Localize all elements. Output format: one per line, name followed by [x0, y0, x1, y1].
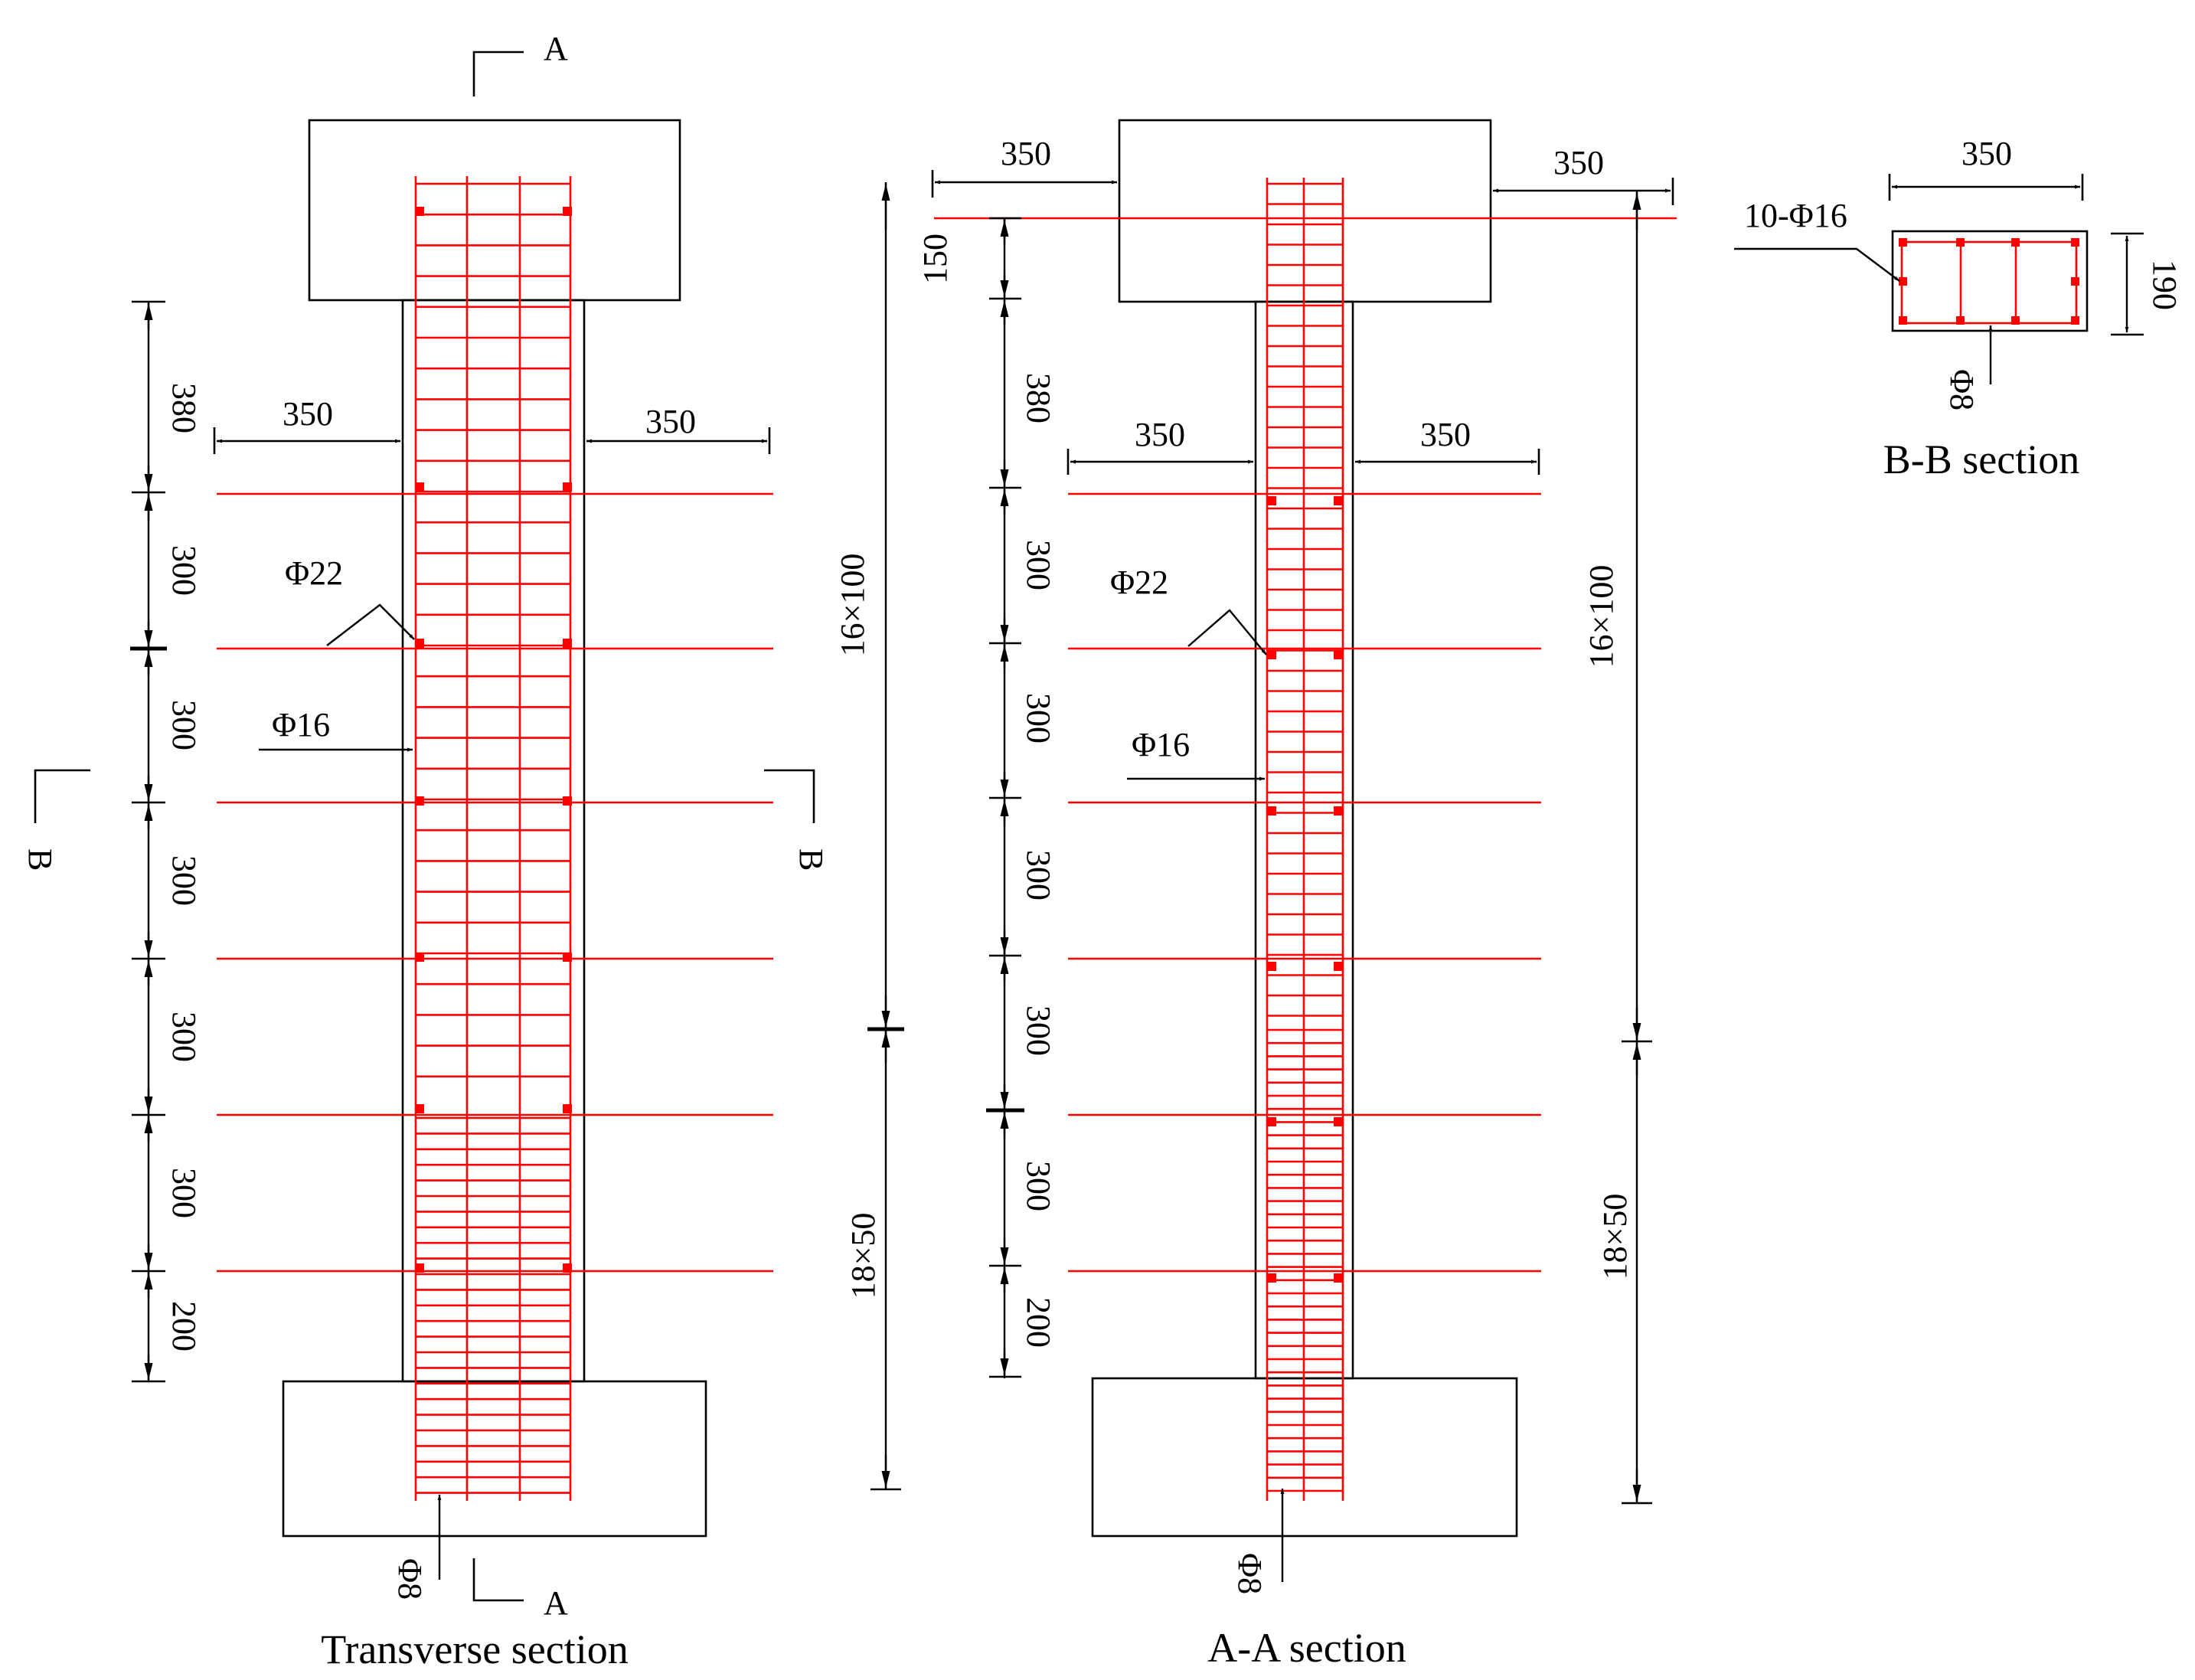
cut-mark-a-top-label: A: [544, 30, 568, 67]
seg-dim-200-aa: 200: [1020, 1297, 1057, 1348]
stirrup-spacing-dimensions-right: 16×100 18×50: [1583, 191, 1652, 1505]
rebar-dot: [1334, 650, 1343, 659]
seg-dim-300-aa-3: 300: [1020, 850, 1057, 900]
rebar-dot: [1267, 1117, 1276, 1126]
beam-width-dim-right: 350: [1553, 144, 1604, 181]
level-lines-aa: [934, 217, 1677, 1273]
phi16-label-aa: Φ16: [1132, 726, 1190, 763]
seg-dim-300-3: 300: [165, 855, 203, 906]
width-dim-right-aa: 350: [1420, 416, 1471, 453]
phi22-label-aa: Φ22: [1110, 564, 1168, 601]
rebar-dot: [1267, 962, 1276, 971]
rebar-dot: [415, 639, 424, 648]
cut-mark-a-bottom-label: A: [544, 1584, 568, 1622]
seg-dim-300-4: 300: [165, 1012, 203, 1062]
rebar-dot: [563, 207, 572, 216]
rebar-dot: [1334, 1117, 1343, 1126]
bb-stirrup: [1900, 240, 2078, 325]
rebar-dot: [1334, 806, 1343, 815]
bb-section: 350 190 10-Φ16 Φ8 B-B section: [1734, 135, 2184, 482]
level-lines: [217, 492, 773, 1273]
top-beam-outline: [308, 119, 681, 302]
rebar-dot: [563, 953, 572, 962]
longitudinal-bars: [415, 207, 572, 1273]
rebar-dot: [1267, 806, 1276, 815]
rebar-dot: [563, 1104, 572, 1113]
column-outline: [401, 299, 586, 1383]
seg-dim-300-aa-5: 300: [1020, 1161, 1057, 1211]
cut-mark-b-right-label: B: [792, 848, 830, 871]
rebar-dot: [1334, 962, 1343, 971]
transverse-section: A A B B 350 350: [21, 30, 830, 1672]
seg-dim-300-2: 300: [165, 700, 203, 750]
beam-width-dim-left: 350: [1001, 135, 1051, 172]
caption-aa: A-A section: [1207, 1625, 1406, 1671]
width-dim-left-aa: 350: [1135, 416, 1185, 453]
cut-mark-b: B B: [21, 769, 830, 871]
stirrup-dim-18x50-left: 18×50: [844, 1213, 882, 1299]
rebar-dot: [563, 482, 572, 492]
phi16-label: Φ16: [272, 706, 330, 744]
rebar-dot: [563, 796, 572, 806]
stirrup-dim-18x50-right: 18×50: [1596, 1194, 1634, 1280]
rebar-dot: [1267, 1273, 1276, 1283]
rebar-dot: [415, 953, 424, 962]
seg-dim-300-5: 300: [165, 1168, 203, 1218]
seg-dim-380: 380: [165, 383, 203, 433]
stirrup-dim-16x100-right: 16×100: [1583, 565, 1620, 668]
reinforcement-cage: [414, 176, 572, 1501]
top-beam-outline-aa: [1118, 119, 1492, 303]
rebar-dot: [415, 207, 424, 216]
longitudinal-bars-aa: [1267, 496, 1343, 1283]
rebar-dot: [1334, 496, 1343, 505]
segment-dimensions: 380 300 300 300 300 300 200: [130, 300, 203, 1383]
stirrups: [416, 182, 570, 1494]
bar-callouts-aa: Φ22 Φ16 Φ8: [1110, 564, 1285, 1594]
stirrup-dim-16x100-left: 16×100: [834, 554, 871, 657]
bb-width-dim: 350: [1961, 135, 2012, 172]
phi8-label-bb: Φ8: [1943, 369, 1981, 410]
rebar-dot: [1334, 1273, 1343, 1283]
ten-phi16-label: 10-Φ16: [1744, 197, 1847, 234]
cut-mark-a: A A: [472, 30, 568, 1622]
width-dim-right: 350: [645, 403, 696, 440]
bar-callouts: Φ22 Φ16 Φ8: [259, 554, 442, 1600]
seg-dim-200: 200: [165, 1301, 203, 1352]
width-dim-left: 350: [283, 395, 333, 433]
rebar-dot: [415, 482, 424, 492]
phi8-label-aa: Φ8: [1231, 1553, 1269, 1594]
width-dimensions: 350 350: [213, 395, 771, 454]
aa-section: 350 350 350 350: [834, 119, 1677, 1671]
rebar-dot: [1267, 650, 1276, 659]
bb-depth-dim: 190: [2146, 260, 2184, 310]
rebar-dot: [415, 796, 424, 806]
bb-outline: [1891, 230, 2089, 332]
seg-dim-150: 150: [916, 234, 954, 284]
seg-dim-300-aa-1: 300: [1020, 540, 1057, 590]
rebar-dot: [1267, 496, 1276, 505]
phi8-label-transverse: Φ8: [391, 1558, 429, 1600]
phi22-label: Φ22: [285, 554, 343, 592]
seg-dim-300-aa-4: 300: [1020, 1005, 1057, 1056]
stirrups-aa: [1267, 182, 1343, 1492]
rebar-dot: [563, 639, 572, 648]
caption-transverse: Transverse section: [321, 1626, 628, 1672]
stirrup-spacing-dimensions-left: 16×100 18×50: [834, 182, 904, 1491]
caption-bb: B-B section: [1883, 436, 2079, 482]
width-dimensions-aa: 350 350 350 350: [931, 135, 1674, 475]
reinforcement-cage-aa: [1266, 178, 1344, 1501]
seg-dim-300-1: 300: [165, 545, 203, 596]
rebar-dot: [415, 1104, 424, 1113]
seg-dim-300-aa-2: 300: [1020, 693, 1057, 744]
bb-bars: [1899, 238, 2079, 325]
seg-dim-380-aa: 380: [1020, 373, 1057, 423]
cut-mark-b-left-label: B: [21, 848, 59, 871]
segment-dimensions-aa: 150 380 300 300 300 300 300 200: [916, 217, 1057, 1378]
bottom-footing-outline: [282, 1380, 707, 1538]
